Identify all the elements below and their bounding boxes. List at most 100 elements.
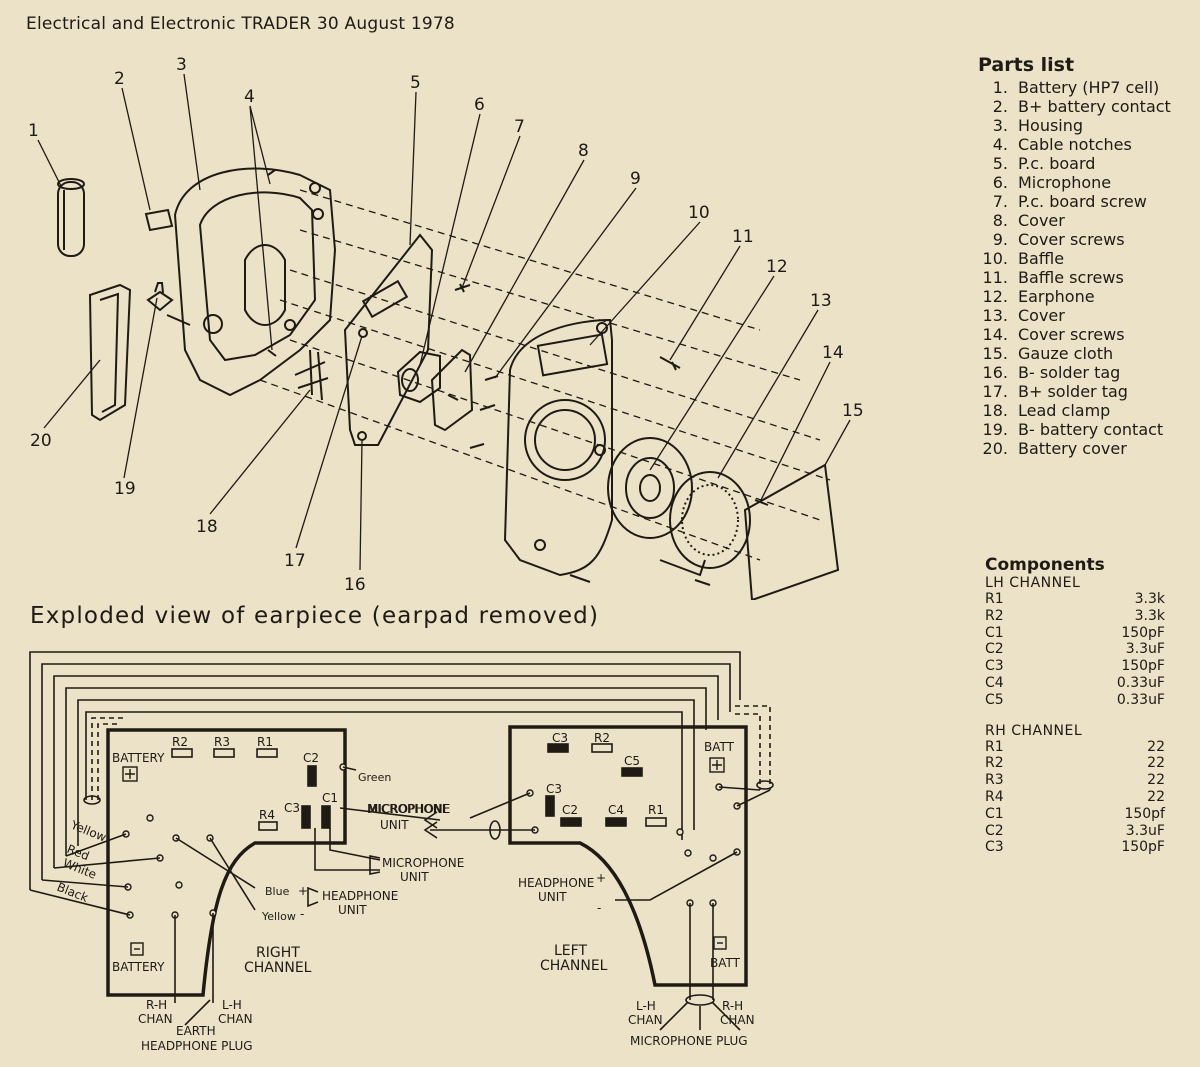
rh-r3-label: R3 — [214, 735, 230, 749]
gauze-cloth — [743, 463, 840, 600]
microphone-part — [396, 350, 441, 404]
wiring-diagram: BATTERY BATTERY R2 R3 R1 C2 R4 C3 C1 Gre… — [29, 651, 774, 1053]
loop-wires — [29, 651, 774, 890]
callout-12: 12 — [766, 257, 788, 277]
earphone — [607, 437, 693, 539]
screws — [454, 283, 769, 586]
lh-hp-unit-label-2: UNIT — [538, 890, 567, 904]
figure-caption: Exploded view of earpiece (earpad remove… — [30, 603, 600, 629]
mic-lh-chan-label-2: CHAN — [628, 1013, 663, 1027]
list-item: 5.P.c. board — [992, 154, 1096, 173]
mic-rh-chan-label: R-H — [722, 999, 743, 1013]
lh-c2-label: C2 — [562, 803, 578, 817]
lh-minus-label: - — [597, 901, 601, 915]
callout-20: 20 — [30, 431, 52, 451]
rh-r2-label: R2 — [172, 735, 188, 749]
list-item: 14.Cover screws — [982, 325, 1125, 344]
list-item: 20.Battery cover — [982, 439, 1127, 458]
rh-c1-label: C1 — [322, 791, 338, 805]
rh-mic-unit-label-2: UNIT — [380, 818, 409, 832]
left-channel-label: LEFT — [554, 943, 587, 959]
rh-c3-label: C3 — [284, 801, 300, 815]
battery-cover — [88, 283, 132, 422]
list-item: 4.Cable notches — [992, 135, 1132, 154]
headphone-plug-label: HEADPHONE PLUG — [141, 1039, 253, 1053]
contact-arrow — [166, 314, 191, 326]
rh-c2-label: C2 — [303, 751, 319, 765]
list-item: 8.Cover — [992, 211, 1065, 230]
list-item: 7.P.c. board screw — [992, 192, 1147, 211]
callout-2: 2 — [114, 69, 125, 89]
callout-1: 1 — [28, 121, 39, 141]
rh-chan-plug-label: R-H — [146, 998, 167, 1012]
list-item: 6.Microphone — [992, 173, 1112, 192]
exploded-view-drawing: 1 2 3 4 5 6 7 8 9 10 11 12 13 14 15 16 1… — [28, 55, 864, 600]
callout-8: 8 — [578, 141, 589, 161]
rh-r1-label: R1 — [257, 735, 273, 749]
rh-channel-heading: RH CHANNEL — [985, 722, 1083, 739]
list-item: 3.Housing — [992, 116, 1084, 135]
rh-mic-unit-label: MICROPHONE — [367, 802, 449, 816]
callout-10: 10 — [688, 203, 710, 223]
rh-chan-plug-label-2: CHAN — [138, 1012, 173, 1026]
lh-channel-heading: LH CHANNEL — [985, 575, 1081, 591]
b-minus-contact — [146, 282, 174, 312]
rh-minus-label: - — [300, 907, 304, 921]
callout-17: 17 — [284, 551, 306, 571]
blue-lead-label: Blue — [265, 885, 290, 898]
left-channel-board — [423, 725, 771, 1031]
right-channel-label-2: CHANNEL — [244, 960, 312, 976]
battery-minus-label: BATTERY — [112, 960, 165, 974]
mic-lh-chan-label: L-H — [636, 999, 656, 1013]
callout-11: 11 — [732, 227, 754, 247]
components-title: Components — [985, 555, 1105, 575]
batt-minus-label: BATT — [710, 956, 741, 970]
yellow-lead-short-label: Yellow — [261, 910, 296, 923]
lh-plus-label: + — [596, 871, 606, 885]
batt-plus-label: BATT — [704, 740, 735, 754]
list-item: 2.B+ battery contact — [992, 97, 1171, 116]
cover-8 — [430, 348, 474, 432]
callout-19: 19 — [114, 479, 136, 499]
callout-18: 18 — [196, 517, 218, 537]
list-item: 13.Cover — [982, 306, 1065, 325]
callout-4: 4 — [244, 87, 255, 107]
list-item: 11.Baffle screws — [982, 268, 1124, 287]
lh-chan-plug-label: L-H — [222, 998, 242, 1012]
page-header: Electrical and Electronic TRADER 30 Augu… — [26, 14, 455, 34]
rh-plus-label: + — [298, 884, 308, 898]
parts-list-title: Parts list — [978, 54, 1075, 76]
rh-hp-unit-label: HEADPHONE — [322, 889, 398, 903]
rh-r4-label: R4 — [259, 808, 275, 822]
callout-9: 9 — [630, 169, 641, 189]
battery-plus-label: BATTERY — [112, 751, 165, 765]
lh-c3a-label: C3 — [552, 731, 568, 745]
callout-leaders — [37, 73, 851, 571]
list-item: 12.Earphone — [982, 287, 1095, 306]
callout-16: 16 — [344, 575, 366, 595]
list-item: 1.Battery (HP7 cell) — [992, 78, 1160, 97]
list-item: 16.B- solder tag — [982, 363, 1121, 382]
lh-c5-label: C5 — [624, 754, 640, 768]
callout-7: 7 — [514, 117, 525, 137]
battery-cell — [57, 178, 85, 257]
parts-list: Parts list 1.Battery (HP7 cell) 2.B+ bat… — [978, 54, 1171, 458]
list-item: 19.B- battery contact — [982, 420, 1164, 439]
rh-mic-unit-out-label-2: UNIT — [400, 870, 429, 884]
lead-yellow-label: Yellow — [68, 817, 109, 844]
callout-3: 3 — [176, 55, 187, 75]
callout-6: 6 — [474, 95, 485, 115]
right-channel-label: RIGHT — [256, 945, 300, 961]
b-plus-contact — [144, 208, 174, 232]
callout-15: 15 — [842, 401, 864, 421]
